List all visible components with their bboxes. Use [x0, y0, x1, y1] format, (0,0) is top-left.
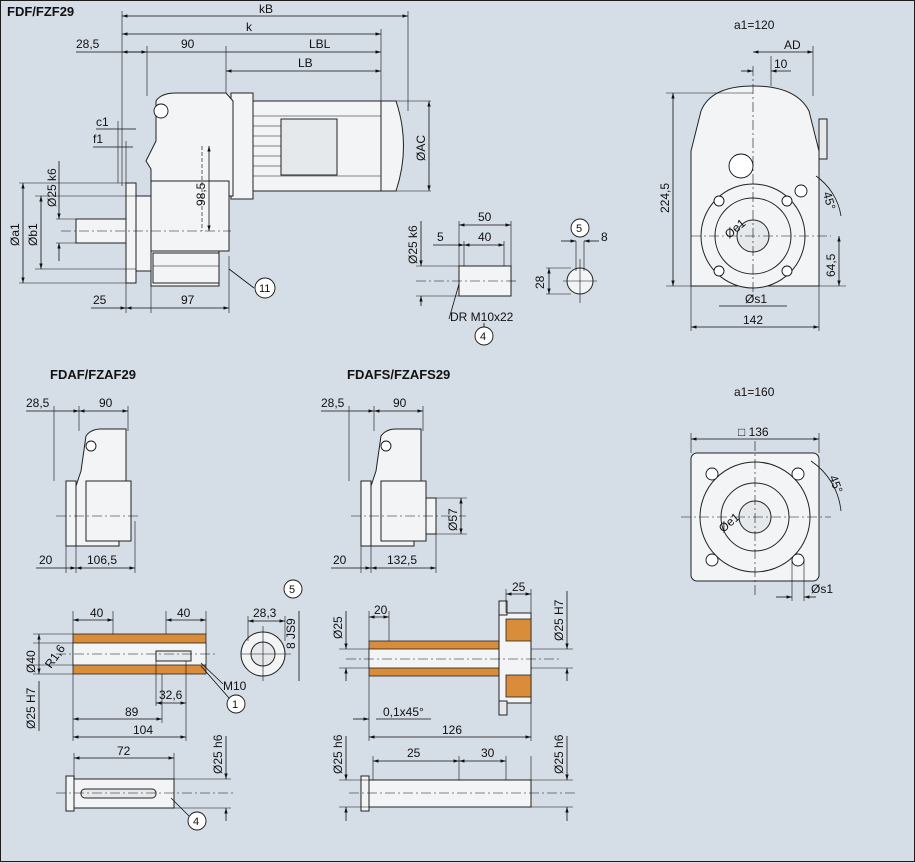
key-dim-40: 40	[478, 230, 492, 244]
shaft2-dim-25: 25	[407, 746, 421, 760]
fdaf-view: 28,5 90 20 106,5	[26, 396, 141, 573]
shrink-dim-20: 20	[374, 603, 388, 617]
side-dim-45: 45°	[820, 190, 838, 211]
title-fdaf: FDAF/FZAF29	[50, 367, 136, 382]
key-label-DR: DR M10x22	[450, 310, 514, 324]
side-dim-AD: AD	[784, 38, 801, 52]
dim-AC: ØAC	[414, 135, 428, 161]
ref-4: 4	[480, 331, 486, 343]
hollow-dim-32-6: 32,6	[159, 688, 183, 702]
key-detail: 50 5 40 Ø25 k6 DR M10x22 4 5 8 28	[406, 210, 608, 346]
ref-5-top: 5	[576, 223, 582, 235]
dim-25: 25	[93, 293, 107, 307]
dim-k: k	[246, 20, 253, 34]
end-view-a1-120: a1=120 AD 10 224,5 45° Øe1 64,5 Øs1	[658, 18, 846, 331]
fdafs-dim-28-5: 28,5	[321, 396, 345, 410]
shaft-dim-h6: Ø25 h6	[211, 734, 225, 774]
key-dim-50: 50	[478, 210, 492, 224]
shaft-right: 25 30 Ø25 h6 Ø25 h6	[331, 734, 576, 821]
fdaf-dim-106-5: 106,5	[87, 553, 117, 567]
shaft2-dim-h6a: Ø25 h6	[331, 734, 345, 774]
hollow-dim-28-3: 28,3	[253, 606, 277, 620]
ref-5-lower: 5	[289, 584, 295, 596]
shrink-dim-H7: Ø25 H7	[552, 599, 566, 641]
fdafs-dim-20: 20	[333, 553, 347, 567]
ref-4-lower: 4	[193, 816, 199, 828]
fdafs-view: 28,5 90 Ø57 20 132,5	[321, 396, 467, 573]
fdafs-dim-57: Ø57	[446, 508, 460, 531]
dim-c1: c1	[96, 115, 109, 129]
dim-a1: Øa1	[8, 223, 22, 246]
sq-dim-136: □ 136	[738, 425, 769, 439]
ref-1: 1	[232, 699, 238, 711]
dim-97: 97	[181, 293, 195, 307]
fdaf-dim-20: 20	[39, 553, 53, 567]
label-a1-120: a1=120	[734, 18, 775, 32]
key-dim-28: 28	[533, 275, 547, 289]
dim-25k6: Ø25 k6	[45, 168, 59, 207]
side-dim-142: 142	[743, 313, 763, 327]
key-dim-25k6: Ø25 k6	[406, 225, 420, 264]
fdafs-dim-132-5: 132,5	[387, 553, 417, 567]
fdafs-dim-90: 90	[393, 396, 407, 410]
shrink-dim-126: 126	[442, 723, 462, 737]
hollow-dim-40dia: Ø40	[24, 650, 38, 673]
fdaf-dim-90: 90	[99, 396, 113, 410]
ref-11: 11	[259, 283, 270, 295]
dim-kB: kB	[259, 2, 273, 16]
key-dim-5: 5	[437, 230, 444, 244]
key-dim-8: 8	[601, 230, 608, 244]
dim-f1: f1	[93, 132, 103, 146]
hollow-shaft-section: 40 40 Ø40 R1,6 Ø25 H7 32,6 M10 1 89 104 …	[24, 579, 303, 741]
side-dim-10: 10	[774, 57, 788, 71]
hollow-dim-40b: 40	[177, 606, 191, 620]
hollow-label-M10: M10	[223, 679, 247, 693]
hollow-dim-89: 89	[125, 705, 139, 719]
title-fdf: FDF/FZF29	[7, 4, 74, 19]
side-dim-s1: Øs1	[745, 292, 767, 306]
hollow-dim-104: 104	[133, 723, 153, 737]
shaft2-dim-h6b: Ø25 h6	[552, 734, 566, 774]
shaft2-dim-30: 30	[481, 746, 495, 760]
hollow-dim-JS9: 8 JS9	[284, 618, 298, 649]
hollow-dim-40a: 40	[90, 606, 104, 620]
dim-90: 90	[181, 37, 195, 51]
shrink-label-chamfer: 0,1x45°	[383, 705, 424, 719]
dim-b1: Øb1	[26, 223, 40, 246]
shaft-left: 72 Ø25 h6 4	[56, 734, 233, 831]
dim-28-5: 28,5	[76, 37, 100, 51]
side-dim-224-5: 224,5	[658, 183, 672, 213]
sq-dim-s1: Øs1	[811, 582, 833, 596]
fdaf-dim-28-5: 28,5	[26, 396, 50, 410]
title-fdafs: FDAFS/FZAFS29	[347, 367, 450, 382]
dim-LBL: LBL	[309, 37, 331, 51]
hollow-dim-H7: Ø25 H7	[24, 687, 38, 729]
label-a1-160: a1=160	[734, 385, 775, 399]
sq-dim-45: 45°	[826, 473, 845, 495]
main-gearmotor-view: kB k 28,5 90 LBL LB ØAC	[8, 2, 431, 313]
shaft-dim-72: 72	[117, 744, 131, 758]
end-view-a1-160: a1=160 □ 136 45° Øe1 Øs1	[681, 385, 846, 601]
shrink-dim-25dia: Ø25	[331, 616, 345, 639]
dim-98-5: 98,5	[194, 182, 208, 206]
side-dim-64-5: 64,5	[824, 253, 838, 277]
shrink-dim-25: 25	[512, 580, 526, 594]
dim-LB: LB	[298, 56, 313, 70]
shrink-disk-section: 25 20 Ø25 Ø25 H7 0,1x45° 126	[331, 580, 573, 741]
hollow-dim-R1-6: R1,6	[42, 642, 68, 671]
